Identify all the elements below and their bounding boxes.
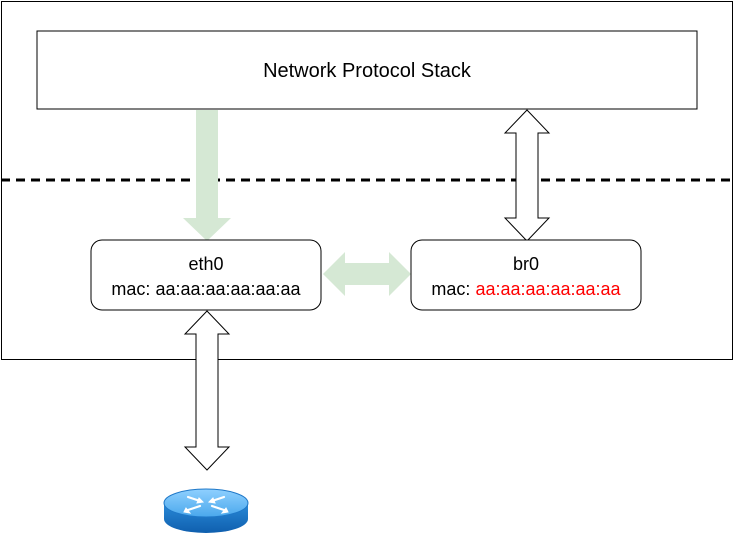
- eth0-router-double-arrow: [183, 310, 231, 471]
- br0-mac-prefix: mac:: [431, 279, 475, 299]
- eth0-mac-prefix: mac:: [111, 279, 155, 299]
- router-icon: [163, 488, 249, 533]
- eth0-mac-value: aa:aa:aa:aa:aa:aa: [155, 279, 301, 299]
- br0-mac-label: mac: aa:aa:aa:aa:aa:aa: [431, 279, 621, 299]
- br0-bridge-box: br0 mac: aa:aa:aa:aa:aa:aa: [410, 239, 642, 311]
- br0-name-label: br0: [513, 254, 539, 274]
- eth0-interface-box: eth0 mac: aa:aa:aa:aa:aa:aa: [90, 239, 322, 311]
- eth0-name-label: eth0: [188, 254, 223, 274]
- protocol-stack-title: Network Protocol Stack: [263, 60, 472, 82]
- br0-mac-value: aa:aa:aa:aa:aa:aa: [475, 279, 621, 299]
- eth0-br0-double-arrow: [323, 252, 411, 296]
- stack-to-eth0-arrow: [183, 110, 231, 241]
- protocol-stack-box: Network Protocol Stack: [36, 30, 698, 110]
- eth0-mac-label: mac: aa:aa:aa:aa:aa:aa: [111, 279, 301, 299]
